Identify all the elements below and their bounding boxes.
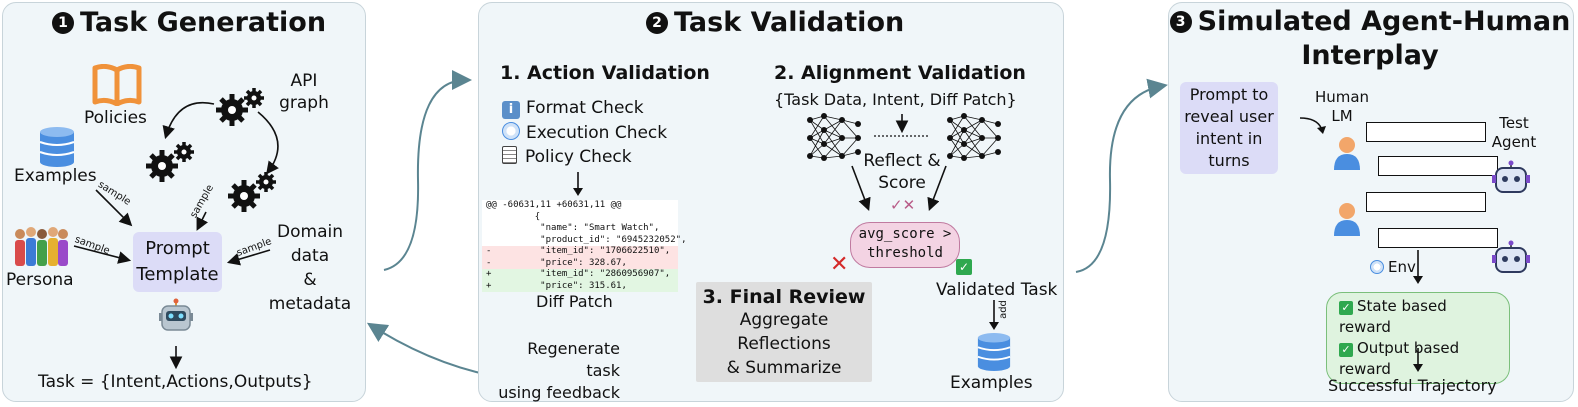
examples-label: Examples <box>14 166 97 186</box>
diff-patch-label: Diff Patch <box>536 292 613 311</box>
dialogue-agent-1 <box>1378 156 1498 176</box>
reveal-intent-box: Prompt to reveal user intent in turns <box>1180 82 1278 174</box>
check-item-policy: Policy Check <box>502 146 667 170</box>
arrow-down <box>573 172 583 196</box>
check-item-execution: Execution Check <box>502 122 667 146</box>
task-output-label: Task = {Intent,Actions,Outputs} <box>38 372 313 392</box>
diff-line: @@ -60631,11 +60631,11 @@ <box>486 200 622 210</box>
accept-check-icon: ✓ <box>956 256 976 275</box>
regenerate-label: Regenerate task using feedback <box>498 339 620 402</box>
state-reward-item: ✓State based reward <box>1339 297 1447 336</box>
dialogue-agent-2 <box>1378 228 1498 248</box>
final-review-box: 3. Final Review Aggregate Reflections & … <box>696 282 872 382</box>
diff-line: "name": "Smart Watch", <box>486 223 660 233</box>
gear-icon <box>216 88 264 126</box>
human-icon <box>1334 203 1360 236</box>
check-cross-icon: ✓✕ <box>890 196 916 214</box>
diff-line: { <box>486 211 541 222</box>
agent-robot-icon <box>1492 160 1530 193</box>
human-icon <box>1334 137 1360 170</box>
test-agent-label: Test Agent <box>1491 114 1537 151</box>
api-graph-label: API graph <box>279 71 329 113</box>
reject-cross-icon: ✕ <box>830 252 849 277</box>
task-generation-panel <box>2 2 366 402</box>
prompt-template-box: Prompt Template <box>133 232 222 292</box>
clipboard-icon <box>502 146 517 164</box>
domain-label: Domain data & metadata <box>268 222 352 314</box>
neural-network-icon <box>947 113 1001 161</box>
gear-icon <box>228 172 276 212</box>
arrow-down <box>989 300 999 330</box>
people-icon <box>15 227 68 266</box>
step-number-3: 3 <box>1169 11 1192 33</box>
neural-network-icon <box>807 113 861 161</box>
gear-icon <box>146 142 194 182</box>
dialogue-human-2 <box>1366 192 1486 212</box>
diff-line: + "item_id": "2860956907", <box>482 269 678 281</box>
dialogue-human-1 <box>1366 122 1486 142</box>
agent-robot-icon <box>1492 240 1530 273</box>
policies-label: Policies <box>84 108 147 128</box>
action-validation-title: 1. Action Validation <box>500 62 710 84</box>
step-number-2: 2 <box>646 12 668 34</box>
globe-icon <box>502 122 520 140</box>
check-icon: ✓ <box>1339 301 1353 315</box>
reflect-score-label: Reflect & Score <box>863 151 941 193</box>
arrow-down <box>1413 348 1423 372</box>
diff-line: - "price": 328.67, <box>482 257 678 269</box>
validated-task-label: Validated Task <box>936 280 1058 300</box>
database-icon <box>977 333 1011 371</box>
check-icon: ✓ <box>1339 343 1353 357</box>
diff-patch: @@ -60631,11 +60631,11 @@ { "name": "Sma… <box>482 200 687 292</box>
diff-line: + "price": 315.61, <box>482 280 678 292</box>
globe-icon <box>1370 260 1384 274</box>
env-label: Env <box>1370 258 1416 276</box>
successful-trajectory-label: Successful Trajectory <box>1328 376 1497 395</box>
persona-label: Persona <box>6 270 74 290</box>
human-lm-label: Human LM <box>1314 88 1370 125</box>
arrow-down <box>1413 250 1423 284</box>
generation-arrows <box>73 102 279 370</box>
diff-line: "product_id": "6945232052", <box>486 234 687 245</box>
robot-icon <box>159 298 193 331</box>
step-number-1: 1 <box>52 12 74 34</box>
arrow-right <box>1299 117 1326 134</box>
avg-score-badge: avg_score > threshold <box>850 222 960 268</box>
examples-label: Examples <box>950 373 1033 393</box>
output-reward-item: ✓Output based reward <box>1339 339 1460 378</box>
alignment-arrows <box>851 114 947 211</box>
info-icon: i <box>502 101 520 119</box>
alignment-inputs: {Task Data, Intent, Diff Patch} <box>774 90 1017 109</box>
alignment-validation-title: 2. Alignment Validation <box>774 62 1026 84</box>
book-icon <box>92 64 142 106</box>
database-icon <box>39 127 75 167</box>
diff-line: - "item_id": "1706622510", <box>482 246 678 258</box>
add-label: add <box>997 300 1009 319</box>
